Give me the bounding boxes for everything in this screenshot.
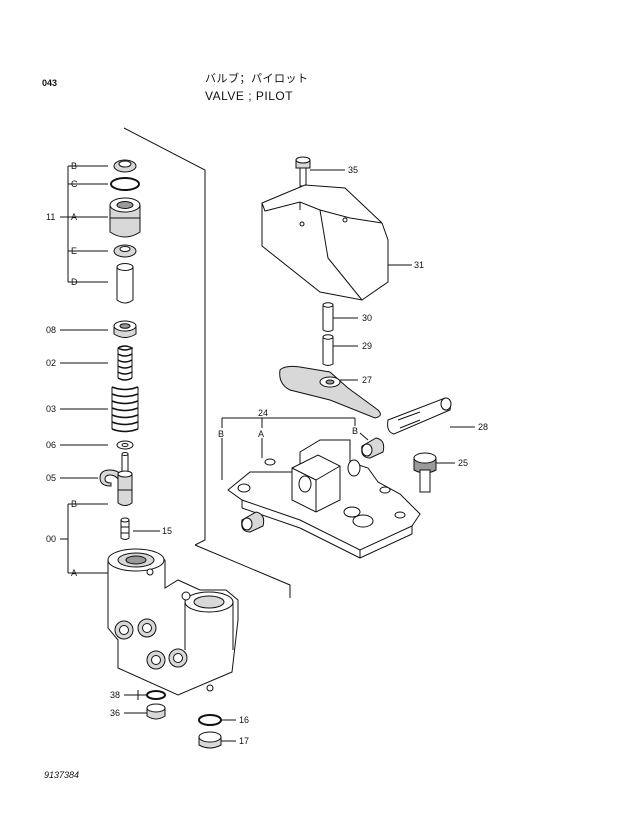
pin-15 [120, 517, 160, 540]
label-a-3: A [258, 429, 265, 439]
title-english: VALVE ; PILOT [205, 89, 294, 103]
bolt-25 [413, 452, 455, 493]
label-31: 31 [414, 260, 425, 270]
cover-31 [261, 184, 412, 301]
plug-a [109, 197, 141, 238]
pin-29 [322, 334, 358, 366]
drawing-number: 9137384 [44, 770, 80, 780]
label-36: 36 [110, 708, 121, 718]
spool-b [117, 452, 133, 506]
label-30: 30 [362, 313, 373, 323]
label-b-1: B [71, 161, 78, 171]
label-e: E [71, 246, 78, 256]
o-ring-c [110, 177, 140, 191]
left-bracket-lines [60, 165, 108, 574]
assembly-frame-line [123, 127, 291, 598]
label-28: 28 [478, 422, 489, 432]
label-a-2: A [71, 568, 78, 578]
shaft-28 [387, 397, 475, 435]
label-11: 11 [46, 212, 56, 222]
label-27: 27 [362, 375, 373, 385]
label-02: 02 [46, 358, 57, 368]
label-35: 35 [348, 165, 359, 175]
label-08: 08 [46, 325, 57, 335]
label-03: 03 [46, 404, 57, 414]
plug-17 [198, 731, 236, 749]
seal-ring-b [113, 159, 137, 173]
label-b-3: B [218, 429, 225, 439]
bolt-35 [295, 156, 345, 187]
spring-02 [117, 345, 134, 381]
label-15: 15 [162, 526, 173, 536]
spring-seat-08 [113, 320, 137, 338]
label-c: C [71, 179, 78, 189]
label-b-4: B [352, 426, 359, 436]
label-16: 16 [239, 715, 250, 725]
bracket-24-leaders [221, 417, 369, 480]
label-d: D [71, 277, 78, 287]
plug-36 [124, 703, 166, 720]
spring-03 [111, 386, 139, 433]
label-00: 00 [46, 534, 57, 544]
label-25: 25 [458, 458, 469, 468]
washer-06 [116, 440, 134, 450]
valve-body-casing [107, 548, 239, 700]
pin-d [116, 263, 134, 304]
pin-30 [322, 302, 358, 332]
label-24: 24 [258, 408, 269, 418]
bracket-24 [227, 437, 421, 559]
cam-plate-27 [279, 365, 381, 419]
label-b-2: B [71, 499, 78, 509]
page-code: 043 [42, 78, 58, 88]
label-29: 29 [362, 341, 373, 351]
label-a-1: A [71, 212, 78, 222]
clip-05 [99, 469, 123, 487]
label-17: 17 [239, 736, 250, 746]
label-38: 38 [110, 690, 121, 700]
o-ring-38 [124, 690, 166, 700]
label-06: 06 [46, 440, 57, 450]
o-ring-16 [198, 714, 236, 726]
label-05: 05 [46, 473, 57, 483]
washer-e [113, 244, 137, 258]
title-japanese: バルブ；パイロット [205, 73, 309, 85]
